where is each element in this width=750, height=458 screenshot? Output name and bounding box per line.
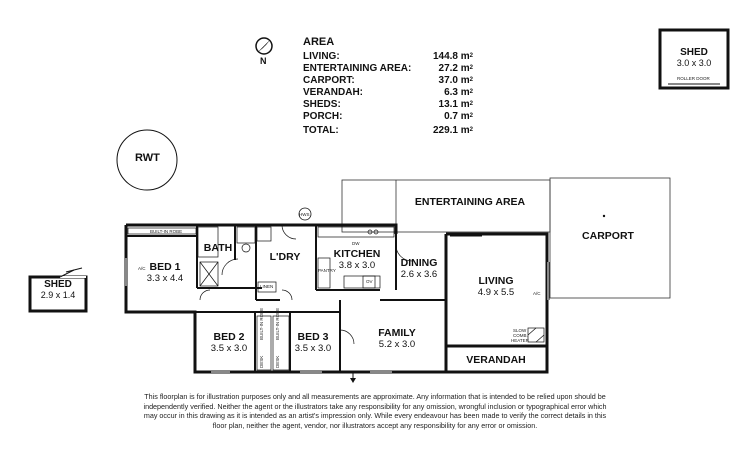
disclaimer-text: This floorplan is for illustration purpo… — [143, 392, 607, 430]
heater-label-2: COMB. — [513, 333, 528, 338]
room-verandah: VERANDAH — [466, 354, 526, 366]
ac-living-label: A/C — [533, 291, 541, 296]
rwt-label: RWT — [135, 152, 160, 164]
rwt-tank — [116, 129, 178, 191]
shed-right-outline — [658, 28, 730, 90]
bir-bed2-label: BUILT-IN ROBE — [259, 307, 264, 340]
desk-bed3-label: DESK — [275, 355, 280, 368]
pantry-label: PANTRY — [318, 268, 336, 273]
bir-bed3-label: BUILT-IN ROBE — [275, 307, 280, 340]
roller-door-label: ROLLER DOOR — [677, 76, 710, 81]
heater-label-1: SLOW — [513, 328, 527, 333]
room-laundry: L'DRY — [269, 251, 301, 263]
shed-left-label: SHED 2.9 x 1.4 — [40, 279, 76, 300]
ov-label: OV — [366, 279, 373, 284]
compass-north-label: N — [260, 56, 267, 66]
dw-label: DW — [352, 241, 360, 246]
heater-label-3: HEATER — [511, 338, 529, 343]
hws-label: HWS — [299, 212, 310, 217]
compass-icon — [255, 37, 273, 55]
linen-label: LINEN — [260, 284, 274, 289]
shed-right-label: SHED 3.0 x 3.0 — [676, 47, 712, 68]
room-entertaining: ENTERTAINING AREA — [414, 196, 526, 208]
shed-left-outline — [28, 275, 88, 313]
built-in-robe-bed1-label: BUILT-IN ROBE — [150, 229, 183, 234]
area-title: AREA — [303, 36, 335, 48]
entry-arrow-icon — [350, 372, 356, 383]
hws-unit — [298, 207, 312, 221]
desk-bed2-label: DESK — [259, 355, 264, 368]
ac-bed1-label: A/C — [138, 266, 146, 271]
room-carport: CARPORT — [582, 230, 634, 242]
room-bath: BATH — [203, 242, 233, 254]
